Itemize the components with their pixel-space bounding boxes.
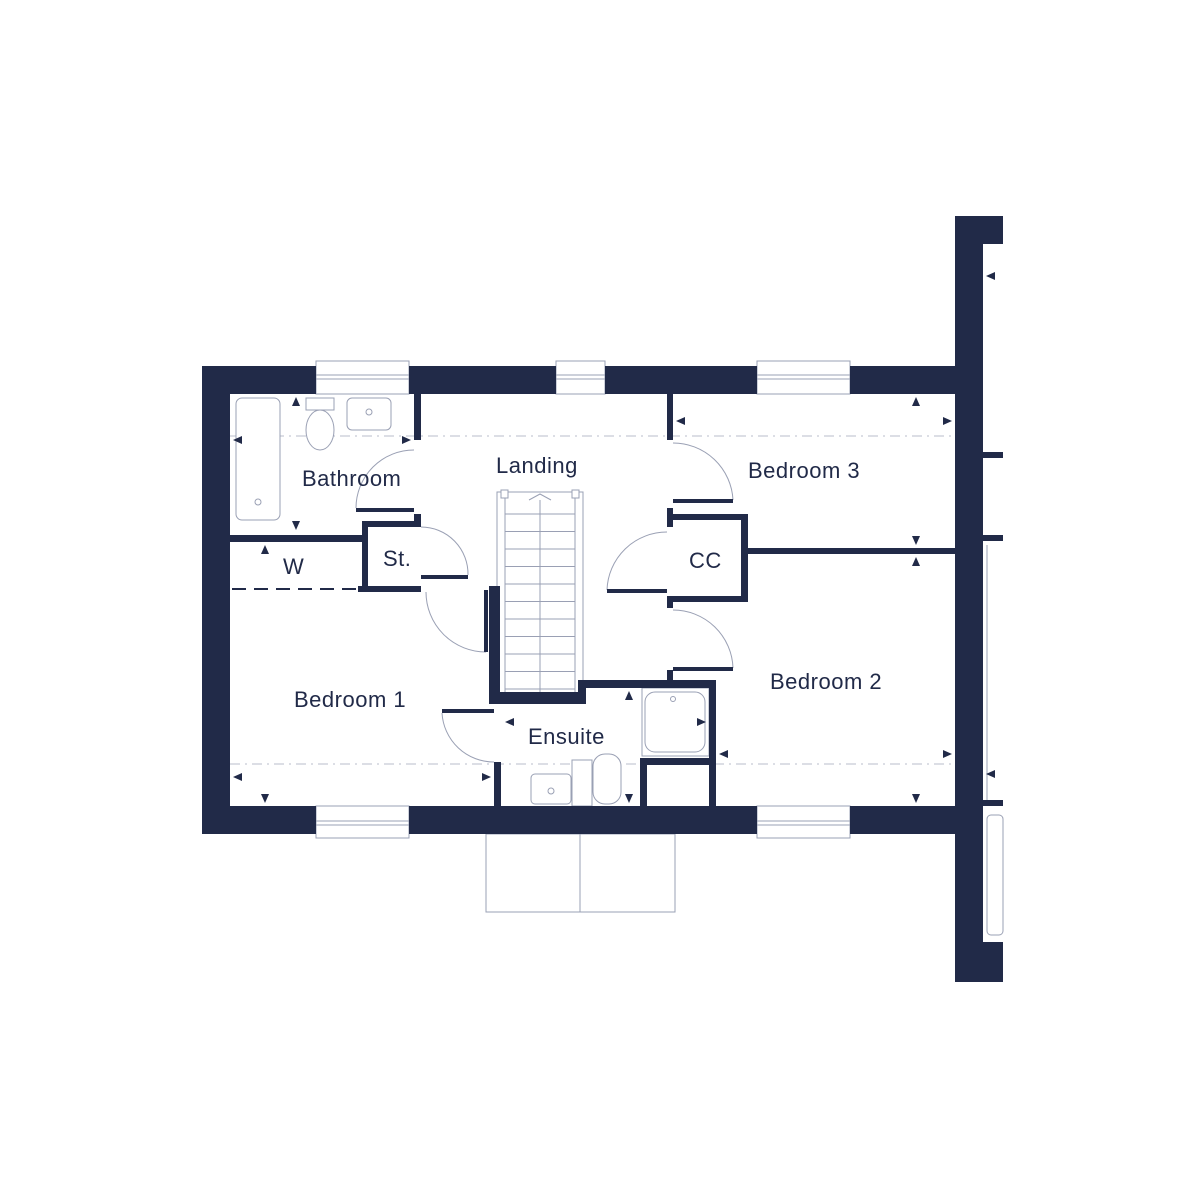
window <box>756 360 851 395</box>
toilet <box>305 409 335 451</box>
window <box>756 805 851 839</box>
label-bathroom: Bathroom <box>302 466 401 491</box>
windows <box>315 360 851 913</box>
label-bedroom-3: Bedroom 3 <box>748 458 860 483</box>
label-bedroom-2: Bedroom 2 <box>770 669 882 694</box>
toilet-cistern <box>305 397 335 411</box>
staircase <box>496 489 584 699</box>
bedroom2-door[interactable] <box>672 609 734 669</box>
window <box>555 360 606 395</box>
bath <box>235 397 281 521</box>
dimension-arrows <box>233 272 995 803</box>
fixtures <box>235 397 710 807</box>
window <box>315 805 410 839</box>
store-door[interactable] <box>420 526 469 576</box>
ensuite-basin <box>530 773 572 805</box>
doors[interactable] <box>355 442 734 763</box>
ensuite-cistern <box>571 759 593 807</box>
ensuite-toilet <box>592 753 622 805</box>
window <box>315 360 410 395</box>
label-wardrobe: W <box>283 554 304 579</box>
basin <box>346 397 392 431</box>
label-bedroom-1: Bedroom 1 <box>294 687 406 712</box>
label-cc: CC <box>689 548 722 573</box>
bathroom-door[interactable] <box>355 449 415 509</box>
bedroom3-door[interactable] <box>672 442 734 501</box>
label-landing: Landing <box>496 453 578 478</box>
neighbour-fixtures <box>986 545 1004 936</box>
label-store: St. <box>383 546 411 571</box>
bedroom1-upper-door[interactable] <box>425 591 487 653</box>
label-ensuite: Ensuite <box>528 724 605 749</box>
walls <box>202 216 1003 982</box>
room-labels: Bathroom Landing Bedroom 3 W St. CC Bedr… <box>283 453 882 749</box>
up-arrow-icon <box>528 493 552 501</box>
ensuite-door[interactable] <box>441 712 495 763</box>
cc-door[interactable] <box>606 531 668 591</box>
